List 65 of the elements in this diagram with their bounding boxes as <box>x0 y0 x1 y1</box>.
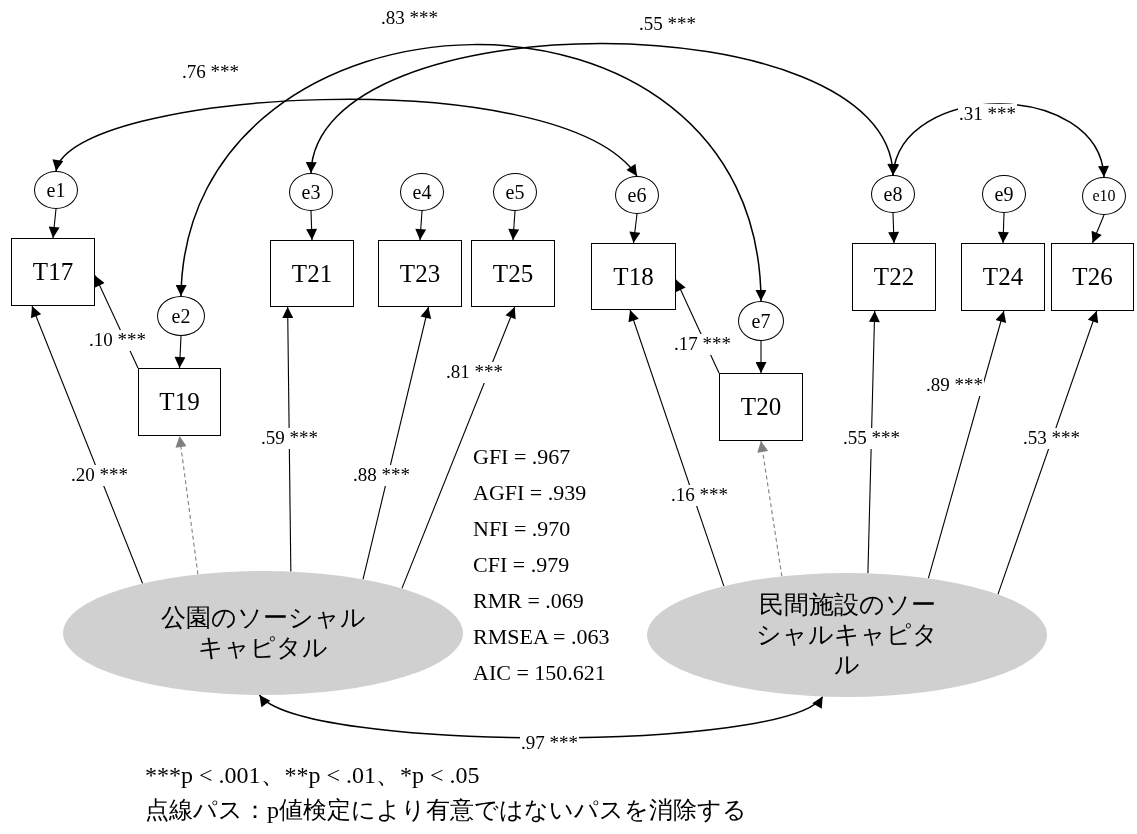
arrow <box>997 310 1099 595</box>
double-headed-arrow <box>55 98 638 177</box>
error-term-ellipse: e6 <box>615 176 659 214</box>
double-headed-arrow <box>258 694 824 739</box>
latent-variable-ellipse: 民間施設のソーシャルキャピタル <box>647 573 1047 697</box>
arrow <box>282 306 294 573</box>
fit-index: AGFI = .939 <box>473 481 587 506</box>
edge-label: .53 *** <box>1022 428 1081 449</box>
error-term-ellipse: e7 <box>738 301 784 341</box>
edge-label: .16 *** <box>670 485 729 506</box>
arrow <box>755 340 767 374</box>
fit-index: RMR = .069 <box>473 589 584 614</box>
error-term-ellipse: e1 <box>34 171 78 209</box>
arrow <box>629 213 641 244</box>
double-headed-arrow <box>177 43 765 302</box>
error-term-ellipse: e8 <box>871 175 915 213</box>
arrow <box>927 310 1007 579</box>
double-headed-arrow <box>309 42 896 176</box>
observed-variable-box: T23 <box>378 240 462 307</box>
arrow <box>48 208 60 239</box>
edge-label: .10 *** <box>88 330 147 351</box>
observed-variable-box: T24 <box>961 243 1045 311</box>
edge-label: .88 *** <box>352 465 411 486</box>
fit-index: NFI = .970 <box>473 517 571 542</box>
arrow <box>508 210 520 241</box>
arrow <box>888 212 900 244</box>
observed-variable-box: T25 <box>471 240 555 307</box>
dashed-arrow <box>175 435 199 575</box>
footnote: ***p < .001、**p < .01、*p < .05 <box>145 762 480 789</box>
arrow <box>628 309 725 587</box>
fit-index: GFI = .967 <box>473 445 571 470</box>
observed-variable-box: T19 <box>138 368 221 436</box>
arrow <box>1091 214 1105 244</box>
error-term-ellipse: e9 <box>982 175 1026 213</box>
fit-index: RMSEA = .063 <box>473 625 610 650</box>
observed-variable-box: T17 <box>11 238 95 306</box>
observed-variable-box: T18 <box>591 243 676 310</box>
edge-label: .17 *** <box>673 334 732 355</box>
edge-label: .20 *** <box>70 465 129 486</box>
observed-variable-box: T22 <box>852 243 936 311</box>
error-term-ellipse: e2 <box>157 296 205 336</box>
footnote: 点線パス：p値検定により有意ではないパスを消除する <box>145 797 747 824</box>
edge-label: .81 *** <box>445 362 504 383</box>
error-term-ellipse: e3 <box>289 173 333 211</box>
observed-variable-box: T21 <box>270 240 354 307</box>
arrow <box>415 210 427 241</box>
fit-index: AIC = 150.621 <box>473 661 606 686</box>
arrow <box>30 305 144 585</box>
arrow <box>306 210 318 241</box>
error-term-ellipse: e5 <box>493 173 537 211</box>
arrow <box>997 212 1009 244</box>
edge-label: .55 *** <box>842 428 901 449</box>
observed-variable-box: T20 <box>719 373 803 441</box>
observed-variable-box: T26 <box>1051 243 1134 311</box>
edge-label: .59 *** <box>260 428 319 449</box>
arrow <box>362 306 432 580</box>
arrow <box>174 335 186 369</box>
arrow <box>401 306 516 589</box>
edge-label: .89 *** <box>925 375 984 396</box>
dashed-arrow <box>757 440 783 577</box>
fit-index: CFI = .979 <box>473 553 570 578</box>
error-term-ellipse: e10 <box>1082 177 1126 215</box>
latent-variable-ellipse: 公園のソーシャルキャピタル <box>63 571 463 695</box>
arrow <box>867 310 880 574</box>
error-term-ellipse: e4 <box>400 173 444 211</box>
